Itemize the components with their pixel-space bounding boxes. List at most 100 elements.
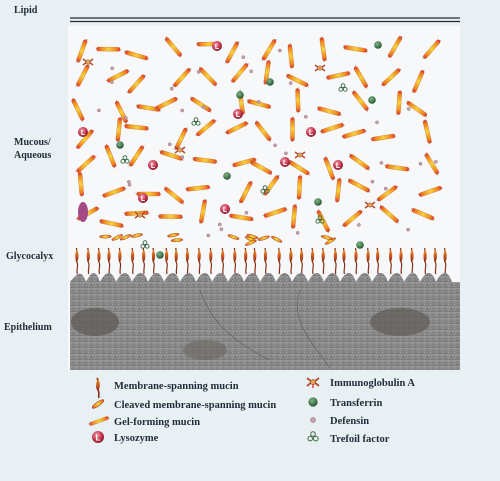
trefoil-factor-icon <box>120 155 130 164</box>
cleaved-mucin <box>246 234 259 239</box>
cleaved-mucin <box>257 235 270 241</box>
defensin-icon <box>180 155 185 159</box>
defensin-icon <box>196 70 201 74</box>
legend-transferrin: Transferrin <box>330 398 382 409</box>
cleaved-mucin <box>167 233 180 238</box>
cleaved-mucin <box>227 234 240 240</box>
transferrin-icon <box>374 41 382 49</box>
membrane-spanning-mucin <box>185 247 189 275</box>
cell-nucleus <box>370 308 430 336</box>
cleaved-mucin <box>245 239 257 246</box>
cleaved-mucin <box>130 233 143 238</box>
legend-lysozyme: Lysozyme <box>114 433 159 444</box>
membrane-spanning-mucin <box>263 247 268 275</box>
immunoglobulin-a-icon <box>294 151 306 159</box>
transferrin-icon <box>314 198 322 206</box>
defensin-icon <box>256 100 261 104</box>
gel-forming-mucin <box>157 214 184 220</box>
glycocalyx-layer <box>75 233 447 275</box>
transferrin-icon <box>223 172 231 180</box>
defensin-icon <box>295 231 300 235</box>
defensin-icon <box>288 81 293 85</box>
membrane-spanning-mucin <box>209 247 213 275</box>
cleaved-mucin <box>170 238 184 243</box>
svg-text:L: L <box>283 160 288 167</box>
membrane-spanning-mucin <box>443 247 447 275</box>
svg-text:L: L <box>223 207 228 214</box>
membrane-spanning-mucin <box>399 247 403 275</box>
defensin-icon <box>241 55 246 60</box>
gel-forming-mucin <box>295 87 301 114</box>
membrane-spanning-mucin <box>197 247 201 275</box>
cell-nucleus <box>183 340 227 360</box>
membrane-spanning-mucin <box>410 247 414 275</box>
svg-text:L: L <box>141 196 146 203</box>
svg-text:L: L <box>336 163 341 170</box>
lipid-layer <box>70 17 460 23</box>
membrane-spanning-mucin <box>221 247 225 275</box>
goblet-secretion <box>78 202 88 222</box>
defensin-icon <box>110 66 114 71</box>
cleaved-mucin <box>99 234 112 239</box>
lysozyme-icon: L <box>333 160 343 170</box>
defensin-icon <box>284 151 288 156</box>
transferrin-icon <box>308 397 318 407</box>
legend-trefoil-factor: Trefoil factor <box>330 434 390 445</box>
lysozyme-icon: L <box>280 157 290 167</box>
transferrin-icon <box>236 91 244 99</box>
transferrin-icon <box>156 251 164 259</box>
membrane-spanning-mucin <box>389 247 393 275</box>
svg-text:L: L <box>151 163 156 170</box>
legend-defensin: Defensin <box>330 416 369 427</box>
membrane-spanning-mucin <box>118 247 122 275</box>
defensin-icon <box>97 108 101 113</box>
defensin-icon <box>383 186 388 191</box>
trefoil-factor-icon <box>338 83 348 92</box>
defensin-icon <box>124 116 128 120</box>
defensin-icon <box>167 142 172 147</box>
defensin-icon <box>206 233 211 238</box>
trefoil-factor-icon <box>191 117 201 126</box>
membrane-spanning-mucin <box>300 247 304 275</box>
label-epithelium: Epithelium <box>4 322 52 333</box>
membrane-spanning-mucin-symbol <box>96 377 100 399</box>
svg-text:L: L <box>96 434 101 443</box>
membrane-spanning-mucin <box>75 247 79 275</box>
trefoil-factor-icon <box>260 185 270 194</box>
defensin-icon <box>110 80 114 84</box>
membrane-spanning-mucin <box>174 247 178 275</box>
transferrin-icon <box>266 78 274 86</box>
membrane-spanning-mucin <box>423 247 427 275</box>
immunoglobulin-a-icon <box>134 211 146 219</box>
svg-text:L: L <box>81 130 86 137</box>
label-glycocalyx: Glycocalyx <box>6 251 53 262</box>
defensin-icon <box>127 179 131 184</box>
defensin-icon <box>273 143 277 148</box>
lysozyme-icon: L <box>220 204 230 214</box>
lysozyme-icon: L <box>92 431 104 443</box>
transferrin-icon <box>368 96 376 104</box>
defensin-icon <box>370 179 375 184</box>
membrane-spanning-mucin <box>107 247 111 275</box>
svg-text:L: L <box>236 112 241 119</box>
legend-gel-forming-mucin: Gel-forming mucin <box>114 417 200 428</box>
svg-text:L: L <box>309 130 314 137</box>
lysozyme-icon: L <box>233 109 243 119</box>
defensin-icon <box>303 115 308 119</box>
membrane-spanning-mucin <box>321 247 325 275</box>
cleaved-mucin <box>271 236 283 243</box>
legend: Membrane-spanning mucin Cleaved membrane… <box>87 377 415 445</box>
epithelium-layer <box>70 273 460 370</box>
membrane-spanning-mucin <box>86 247 90 275</box>
defensin-icon <box>310 417 316 423</box>
membrane-spanning-mucin <box>433 247 437 275</box>
gel-forming-mucin <box>95 46 122 52</box>
lysozyme-icon: L <box>306 127 316 137</box>
defensin-icon <box>433 159 438 164</box>
membrane-spanning-mucin <box>253 247 257 275</box>
defensin-icon <box>278 48 282 53</box>
label-lipid: Lipid <box>14 5 38 16</box>
defensin-icon <box>127 182 132 187</box>
gel-forming-mucin-symbol <box>87 415 111 427</box>
